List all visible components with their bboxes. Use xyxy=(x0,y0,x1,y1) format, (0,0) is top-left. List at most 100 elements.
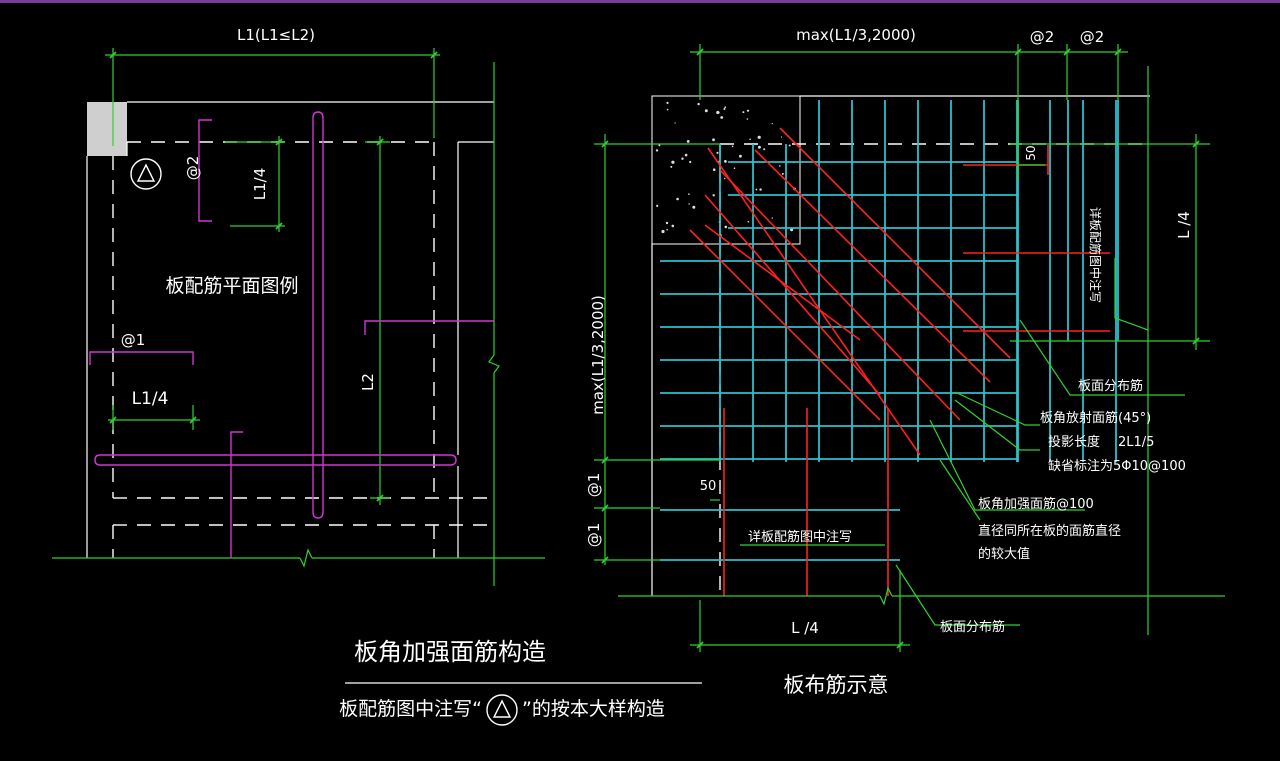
concrete-hatch-dot xyxy=(755,188,758,191)
dashed-beam-lines xyxy=(112,141,494,558)
window-top-border xyxy=(0,0,1280,3)
note-radial-line2: 投影长度 xyxy=(1048,434,1100,450)
concrete-hatch-dot xyxy=(733,167,736,169)
dim-l1-4-vertical: L1/4 xyxy=(251,168,269,201)
dim-max-left: max(L1/3,2000) xyxy=(589,295,607,415)
concrete-hatch-dot xyxy=(681,157,684,160)
concrete-hatch-dot xyxy=(746,109,750,112)
concrete-hatch-dot xyxy=(724,106,727,109)
concrete-hatch-dot xyxy=(781,172,784,175)
concrete-hatch-dot xyxy=(724,177,726,180)
concrete-hatch-dot xyxy=(747,220,750,223)
concrete-hatch-dot xyxy=(742,111,745,114)
radial-reinforcement-bar xyxy=(704,194,881,396)
plan-dimension-ticks xyxy=(109,51,438,502)
concrete-hatch-dot xyxy=(746,118,749,120)
dim-50-top: 50 xyxy=(1024,145,1038,160)
concrete-hatch-dot xyxy=(655,149,659,152)
concrete-hatch-dot xyxy=(712,194,715,197)
dim-at1-upper: @1 xyxy=(585,473,603,498)
concrete-hatch-dot xyxy=(704,109,708,113)
concrete-hatch-dot xyxy=(759,188,762,191)
concrete-hatch-dot xyxy=(665,221,669,225)
concrete-hatch-dot xyxy=(671,224,675,228)
concrete-hatch-dot xyxy=(771,217,773,219)
concrete-hatch-dot xyxy=(674,122,676,124)
detail-caption: 板布筋示意 xyxy=(784,673,889,697)
concrete-hatch-dot xyxy=(712,168,716,171)
radial-reinforcement-bar xyxy=(704,224,861,341)
concrete-hatch-dot xyxy=(771,123,773,125)
corner-reinforcement-bars xyxy=(689,127,1110,596)
radial-reinforcement-bar xyxy=(707,147,921,456)
drawing-titles: 板角加强面筋构造 板配筋图中注写“ ”的按本大样构造 xyxy=(339,638,702,726)
concrete-hatch-dot xyxy=(749,138,751,141)
concrete-hatch-dot xyxy=(716,110,720,115)
dim-max-top: max(L1/3,2000) xyxy=(796,26,916,44)
main-title: 板角加强面筋构造 xyxy=(354,638,546,666)
concrete-hatch-dot xyxy=(757,145,761,149)
slab-plan-example: L1(L1≤L2) @2 L1/4 板配筋平面图例 @1 L1/4 L2 xyxy=(52,26,545,586)
concrete-hatch-dot xyxy=(684,153,688,157)
note-reinf-line3: 的较大值 xyxy=(978,546,1030,562)
concrete-hatch-dot xyxy=(666,228,668,231)
concrete-hatch-dot xyxy=(686,140,690,143)
concrete-hatch-dot xyxy=(689,160,692,164)
radial-reinforcement-bar xyxy=(689,229,881,421)
concrete-hatch-dot xyxy=(790,228,794,232)
concrete-hatch-dot xyxy=(670,165,673,168)
note-radial-line3: 缺省标注为5Φ10@100 xyxy=(1048,459,1186,474)
radial-reinforcement-bar xyxy=(779,127,1011,359)
radial-reinforcement-bar xyxy=(754,149,991,383)
subtitle-prefix: 板配筋图中注写“ xyxy=(339,698,482,720)
dim-l2: L2 xyxy=(359,373,377,391)
note-reinf-line1: 板角加强面筋@100 xyxy=(978,496,1094,512)
detail-dimension-ticks xyxy=(601,48,1200,649)
dim-l1-4-horizontal: L1/4 xyxy=(132,389,169,409)
detail-slab-outline xyxy=(651,95,1150,596)
detail-dimension-lines xyxy=(594,44,1225,652)
dim-at2-plan: @2 xyxy=(184,156,202,181)
concrete-hatch-dot xyxy=(712,138,715,142)
concrete-hatch-dot xyxy=(780,136,783,138)
distribution-rebar-mesh xyxy=(660,100,1119,561)
note-radial-line2-value: 2L1/5 xyxy=(1118,435,1154,450)
radial-reinforcement-bar xyxy=(719,169,961,421)
concrete-hatch-dot xyxy=(724,225,728,229)
concrete-hatch-dot xyxy=(788,144,791,147)
dim-50-left: 50 xyxy=(700,479,717,494)
note-reinf-line2: 直径同所在板的面筋直径 xyxy=(978,523,1121,539)
concrete-hatch-dot xyxy=(692,205,696,209)
corner-rebar-detail: max(L1/3,2000) @2 @2 max(L1/3,2000) L /4… xyxy=(585,26,1225,697)
concrete-hatch-dot xyxy=(724,160,727,163)
concrete-hatch-dot xyxy=(688,203,690,205)
note-top-distribution: 板面分布筋 xyxy=(1078,378,1143,394)
concrete-hatch-dot xyxy=(720,116,724,119)
note-detail-horizontal: 详板配筋图中注写 xyxy=(748,529,852,545)
concrete-hatch-dot xyxy=(757,135,761,139)
concrete-hatch-dot xyxy=(658,144,661,147)
concrete-hatch-dot xyxy=(676,197,679,201)
concrete-corner xyxy=(651,95,801,245)
dim-at2-b: @2 xyxy=(1080,28,1105,46)
concrete-hatch-dot xyxy=(731,145,734,148)
concrete-hatch-dot xyxy=(666,101,669,104)
concrete-hatch-dot xyxy=(661,229,665,234)
note-detail-vertical: 详板配筋图中注写 xyxy=(1088,207,1103,303)
dim-l-4-bottom: L /4 xyxy=(791,619,819,637)
plan-rebar-markers xyxy=(89,111,494,558)
concrete-hatch-dot xyxy=(763,148,766,151)
column-block xyxy=(87,102,127,156)
concrete-hatch-dot xyxy=(779,165,781,167)
concrete-hatch-dot xyxy=(671,160,675,164)
label-plan-example: 板配筋平面图例 xyxy=(165,275,298,297)
concrete-hatch-dot xyxy=(666,108,669,111)
slab-outline xyxy=(86,101,494,558)
concrete-hatch-dot xyxy=(723,108,726,110)
concrete-hatch-dot xyxy=(716,151,719,154)
subtitle-suffix: ”的按本大样构造 xyxy=(522,698,665,720)
dim-l-4-right: L /4 xyxy=(1175,211,1193,239)
triangle-in-circle-icon xyxy=(130,158,162,190)
concrete-hatch-dot xyxy=(697,102,700,106)
